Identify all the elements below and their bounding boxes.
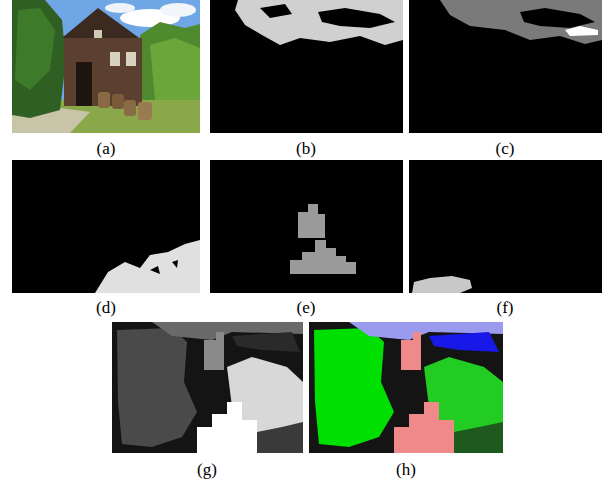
label-map-panel	[309, 322, 503, 453]
label-map-panel	[112, 322, 303, 453]
mask-panel	[409, 0, 602, 133]
panel-label: (b)	[296, 140, 316, 159]
photo-panel	[12, 0, 200, 133]
mask-panel	[409, 160, 602, 293]
panel-label: (e)	[297, 299, 316, 318]
panel-label: (g)	[197, 461, 217, 480]
panel-label: (d)	[96, 299, 116, 318]
mask-panel	[210, 0, 403, 133]
panel-label: (h)	[396, 461, 416, 480]
mask-panel	[210, 160, 403, 293]
panel-label: (a)	[97, 140, 116, 159]
mask-panel	[12, 160, 200, 293]
panel-label: (f)	[497, 299, 514, 318]
panel-label: (c)	[496, 140, 515, 159]
